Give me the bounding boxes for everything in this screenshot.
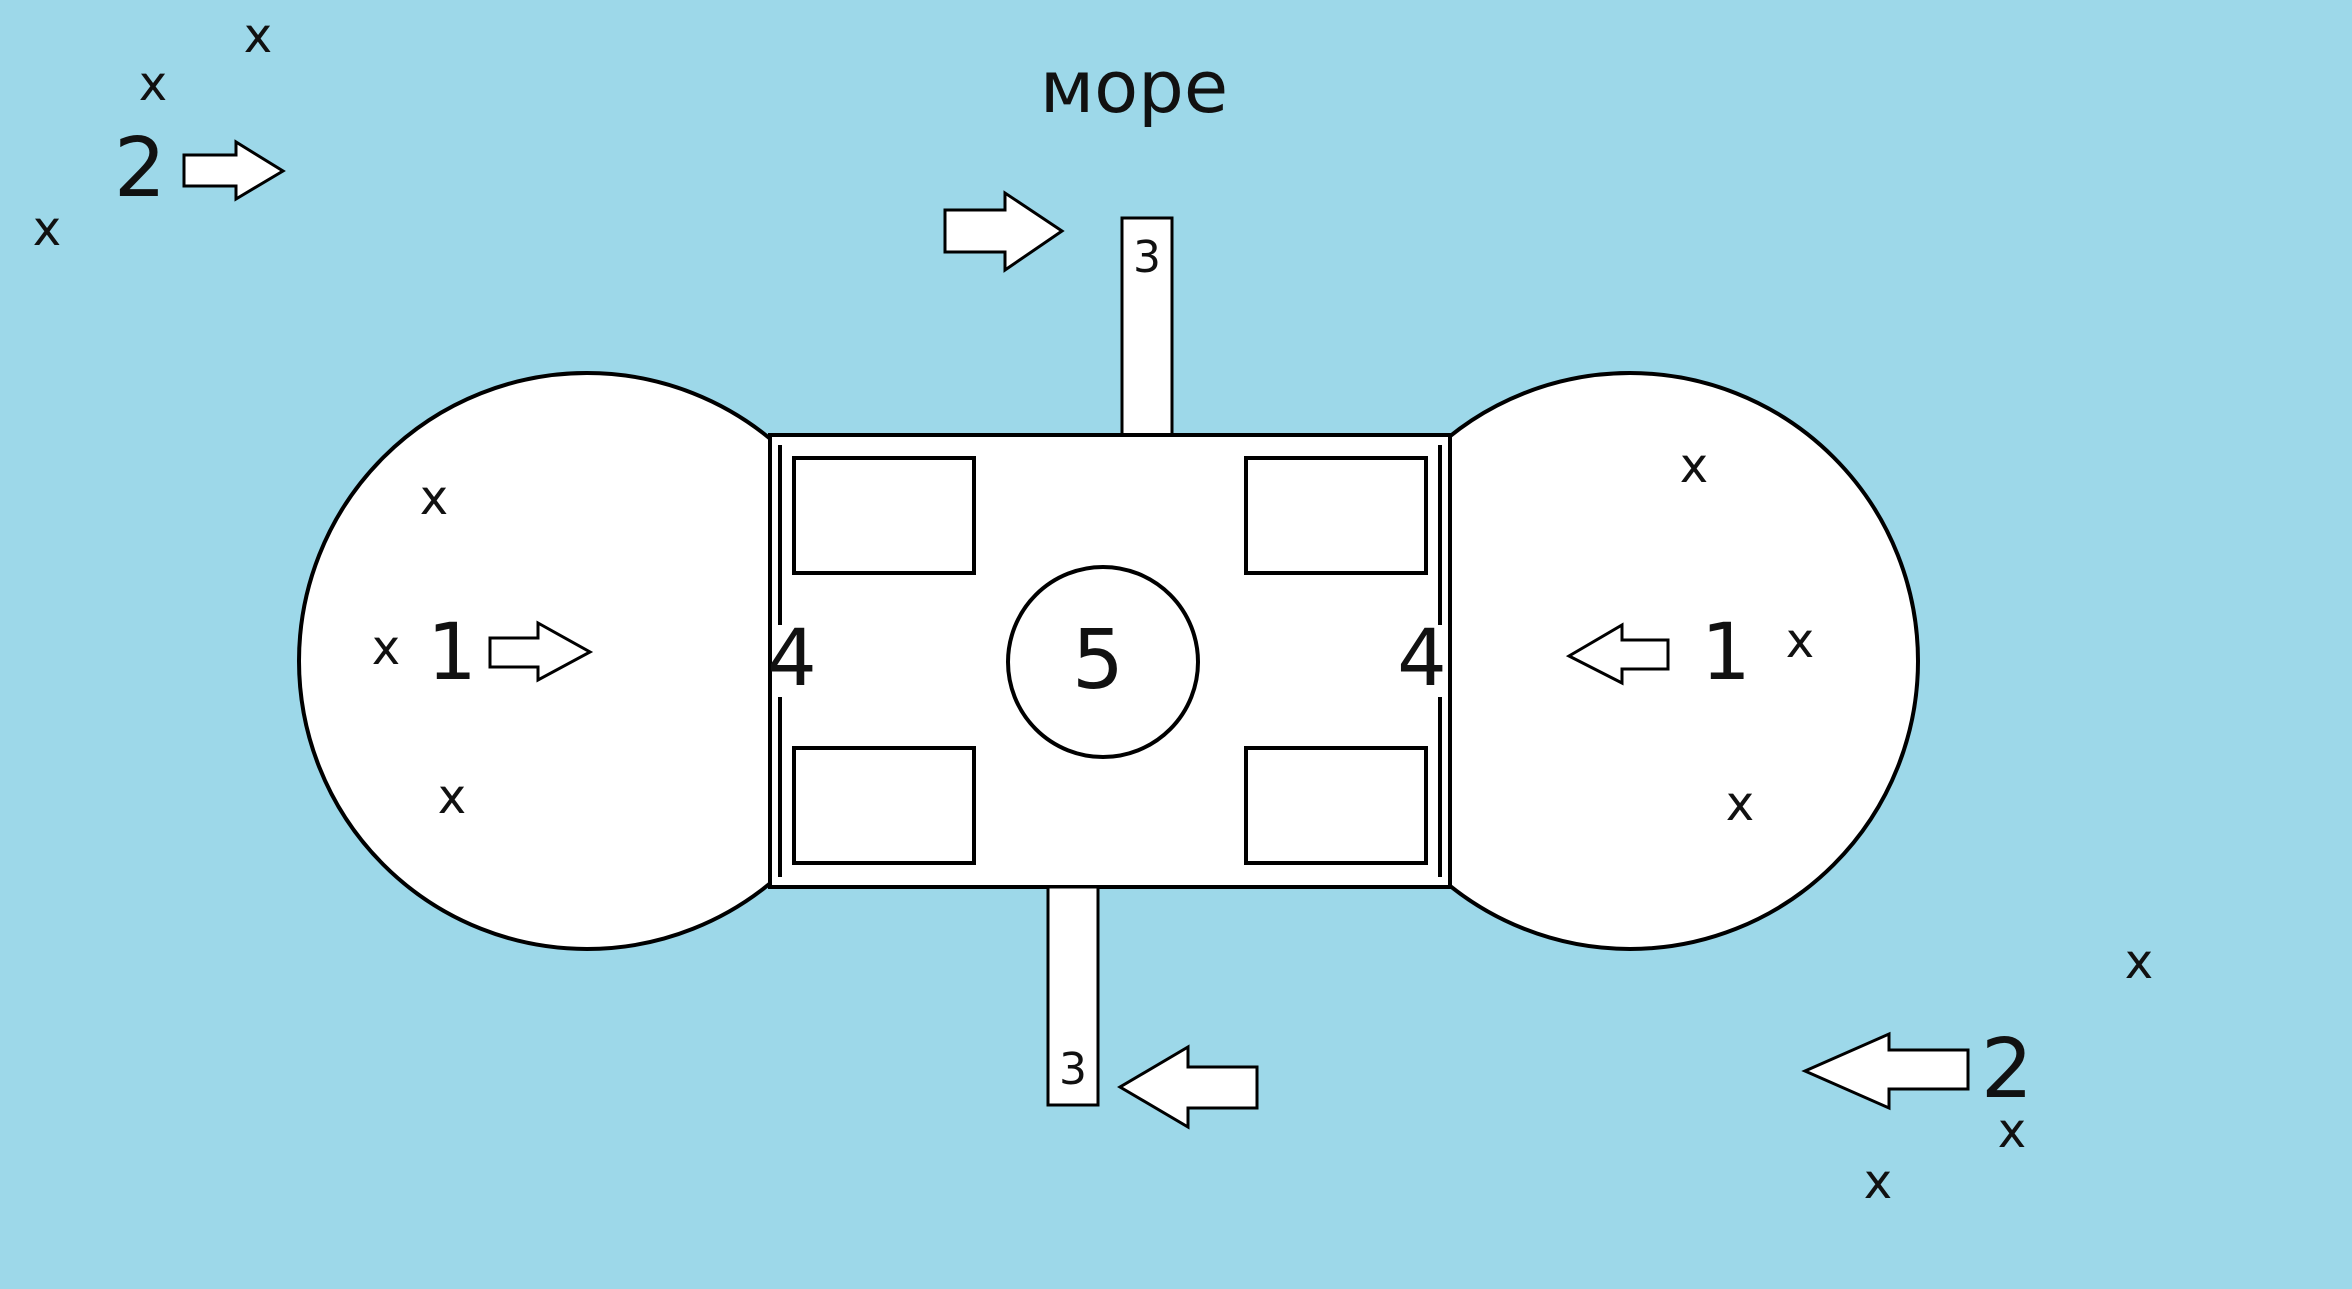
bottom-right-zone-arrow [1801,1031,1970,1111]
x-marker: x [1786,613,1814,669]
room-top-right [1244,456,1428,575]
room-bottom-left [792,746,976,865]
top-pier-arrow [943,190,1065,273]
left-entrance-label: 4 [767,614,817,704]
room-bottom-right [1244,746,1428,865]
center-circle [1006,565,1200,759]
x-marker: x [139,56,167,112]
sea-title: море [1040,45,1228,129]
bottom-pier [1046,885,1100,1107]
x-markers: x x x x x x x x x x x x [33,8,2153,1210]
left-zone-label: 1 [427,608,477,698]
x-marker: x [1726,776,1754,832]
left-zone-arrow [488,620,594,683]
x-marker: x [1864,1154,1892,1210]
x-marker: x [438,769,466,825]
x-marker: x [244,8,272,64]
x-marker: x [372,620,400,676]
bottom-pier-label: 3 [1059,1044,1087,1095]
x-marker: x [1998,1103,2026,1159]
x-marker: x [1680,438,1708,494]
top-pier-label: 3 [1133,232,1161,283]
center-label: 5 [1072,613,1124,708]
x-marker: x [33,201,61,257]
right-entrance-label: 4 [1397,614,1447,704]
room-top-left [792,456,976,575]
top-left-zone-label: 2 [114,121,166,216]
bottom-right-zone-label: 2 [1981,1022,2033,1117]
x-marker: x [420,470,448,526]
right-zone-label: 1 [1701,608,1751,698]
x-marker: x [2125,934,2153,990]
right-zone-arrow [1565,622,1670,686]
bottom-pier-arrow [1117,1044,1259,1130]
top-left-zone-arrow [182,139,286,202]
